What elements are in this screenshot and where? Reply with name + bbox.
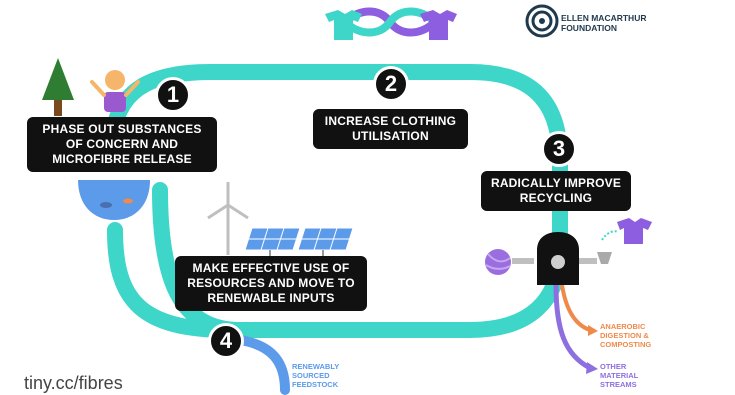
step-1-label: PHASE OUT SUBSTANCES OF CONCERN AND MICR… xyxy=(27,117,217,172)
renewable-feedstock-label: RENEWABLY SOURCED FEEDSTOCK xyxy=(292,362,340,389)
anaerobic-stream xyxy=(560,284,591,332)
person-icon xyxy=(90,70,140,112)
fish-icon xyxy=(78,180,150,220)
step-3-label: RADICALLY IMPROVE RECYCLING xyxy=(481,171,631,211)
step-2-label: INCREASE CLOTHING UTILISATION xyxy=(313,109,468,149)
infinity-tshirt-icon xyxy=(325,7,457,40)
tree-icon xyxy=(42,58,74,116)
step-3-number: 3 xyxy=(541,131,577,167)
step-4-label: MAKE EFFECTIVE USE OF RESOURCES AND MOVE… xyxy=(175,256,367,311)
recycling-machine-icon xyxy=(537,232,612,285)
renewable-stream xyxy=(235,335,290,395)
logo-line-2: FOUNDATION xyxy=(561,23,618,33)
logo-icon xyxy=(525,4,559,38)
source-link[interactable]: tiny.cc/fibres xyxy=(24,373,123,393)
logo-line-1: ELLEN MACARTHUR xyxy=(561,13,647,23)
yarn-icon xyxy=(485,249,534,275)
step-1-number: 1 xyxy=(155,77,191,113)
step-2-number: 2 xyxy=(373,66,409,102)
other-streams-label: OTHER MATERIAL STREAMS xyxy=(600,362,639,389)
tshirt-icon xyxy=(601,218,652,244)
wind-turbine-icon xyxy=(207,182,249,255)
logo-text: ELLEN MACARTHUR FOUNDATION xyxy=(561,13,646,33)
step-4-number: 4 xyxy=(208,323,244,359)
anaerobic-label: ANAEROBIC DIGESTION & COMPOSTING xyxy=(600,322,652,349)
other-stream xyxy=(553,284,592,371)
